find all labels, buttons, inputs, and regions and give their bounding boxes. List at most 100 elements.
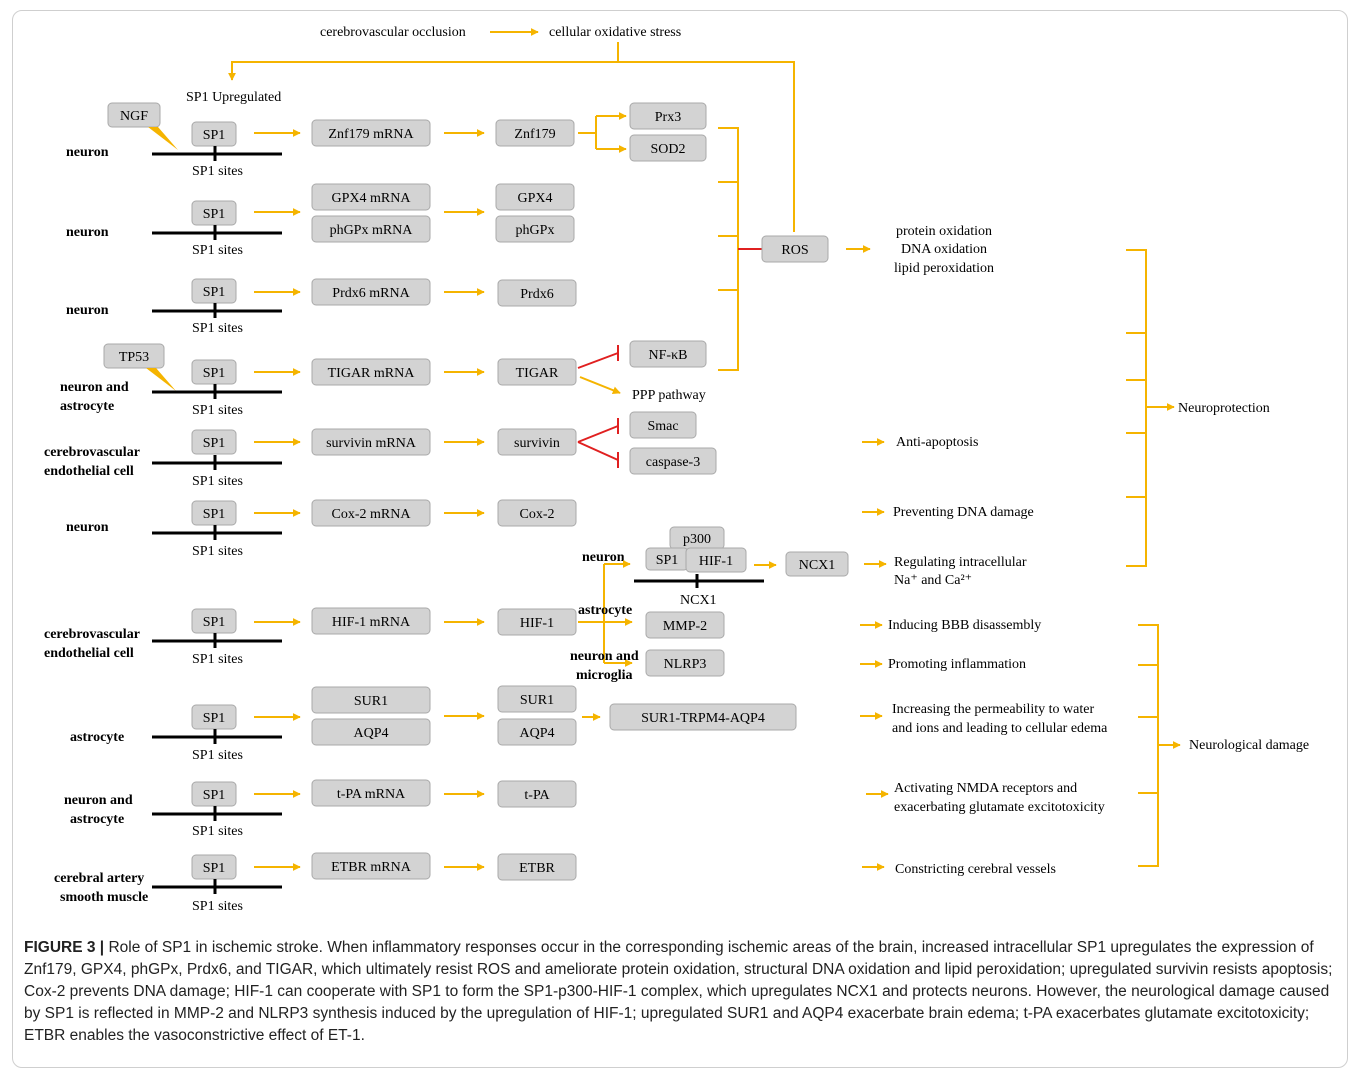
microglia-label: microglia	[576, 668, 633, 683]
prx3-label: Prx3	[655, 110, 681, 125]
caption-text: Role of SP1 in ischemic stroke. When inf…	[24, 939, 1333, 1044]
cell-type-label: neuron	[66, 225, 109, 240]
hif1-label: HIF-1	[520, 616, 554, 631]
permeability-label: Increasing the permeability to water	[892, 702, 1094, 717]
gpx4-mrna-label: GPX4 mRNA	[332, 191, 412, 206]
prdx6-mrna-box	[311, 278, 431, 306]
na-ca-label: Na⁺ and Ca²⁺	[894, 573, 972, 588]
sp1-sites-label: SP1 sites	[192, 164, 243, 179]
mmp2-label: MMP-2	[663, 619, 707, 634]
phgpx-label: phGPx	[516, 223, 555, 238]
gpx4-box	[495, 183, 575, 211]
hif1-branch	[578, 564, 605, 663]
figure-caption: FIGURE 3 | Role of SP1 in ischemic strok…	[24, 937, 1336, 1047]
tpa-box	[497, 780, 577, 808]
sp1-label: SP1	[203, 615, 226, 630]
sp1-label: SP1	[203, 711, 226, 726]
nlrp3-label: NLRP3	[664, 657, 707, 672]
gpx4-mrna-box	[311, 183, 431, 211]
nfkb-box	[629, 340, 707, 368]
tp53-box	[103, 343, 165, 369]
tpa-mrna-box	[311, 779, 431, 807]
ncx1-box	[785, 551, 849, 577]
sp1-label: SP1	[203, 366, 226, 381]
cell-type-label: neuron and	[64, 793, 133, 808]
survivin-label: survivin	[514, 436, 560, 451]
sp1-label: SP1	[203, 128, 226, 143]
survivin-mrna-box	[311, 428, 431, 456]
ppp-pathway-label: PPP pathway	[632, 388, 706, 403]
complex-sp1-label: SP1	[656, 553, 679, 568]
cerebrovascular-occlusion-label: cerebrovascular occlusion	[320, 25, 466, 40]
sp1-sites-label: SP1 sites	[192, 824, 243, 839]
sod2-box	[629, 134, 707, 162]
complex-hif1-label: HIF-1	[699, 554, 733, 569]
promoting-inflammation-label: Promoting inflammation	[888, 657, 1026, 672]
znf179-mrna-label: Znf179 mRNA	[328, 127, 414, 142]
sp1-label: SP1	[203, 207, 226, 222]
etbr-label: ETBR	[519, 861, 555, 876]
cell-type-label: neuron	[66, 145, 109, 160]
survivin-mrna-label: survivin mRNA	[326, 436, 417, 451]
ngf-label: NGF	[120, 109, 148, 124]
p300-label: p300	[683, 532, 711, 547]
gpx4-label: GPX4	[517, 191, 552, 206]
cell-type-label: cerebrovascular	[44, 627, 140, 642]
tigar-inhibits-nfkb	[577, 345, 619, 369]
etbr-mrna-box	[311, 852, 431, 880]
sp1-sites-label: SP1 sites	[192, 403, 243, 418]
cox2-mrna-box	[311, 499, 431, 527]
cellular-edema-label: and ions and leading to cellular edema	[892, 721, 1108, 736]
ncx1-label: NCX1	[799, 558, 836, 573]
nfkb-label: NF-κB	[649, 348, 688, 363]
sur1-box	[497, 685, 577, 713]
prdx6-mrna-label: Prdx6 mRNA	[332, 286, 410, 301]
cell-type-label: cerebrovascular	[44, 445, 140, 460]
tigar-mrna-box	[311, 358, 431, 386]
caption-label: FIGURE 3 |	[24, 939, 105, 956]
complex-hif1-box	[685, 547, 747, 573]
ros-to-stress-line	[618, 61, 795, 232]
cell-type-label: endothelial cell	[44, 464, 134, 479]
tigar-label: TIGAR	[516, 366, 559, 381]
cell-type-label: smooth muscle	[60, 890, 148, 905]
sp1-label: SP1	[203, 285, 226, 300]
sp1-sites-label: SP1 sites	[192, 748, 243, 763]
neuron-and-label: neuron and	[570, 649, 639, 664]
aqp4-mrna-box	[311, 718, 431, 746]
sp1-upregulated-label: SP1 Upregulated	[186, 90, 281, 105]
sp1-label: SP1	[203, 788, 226, 803]
cell-type-label: astrocyte	[60, 399, 114, 414]
hif1-box	[497, 608, 577, 636]
sp1-sites-label: SP1 sites	[192, 899, 243, 914]
prdx6-box	[497, 279, 577, 307]
aqp4-box	[497, 718, 577, 746]
tigar-box	[497, 358, 577, 386]
neuroprotection-label: Neuroprotection	[1178, 401, 1270, 416]
phgpx-mrna-box	[311, 215, 431, 243]
ngf-pointer	[148, 127, 178, 150]
cox2-label: Cox-2	[520, 507, 555, 522]
aqp4-mrna-label: AQP4	[353, 726, 388, 741]
arrow	[579, 376, 621, 395]
survivin-box	[497, 428, 577, 456]
bbb-disassembly-label: Inducing BBB disassembly	[888, 618, 1041, 633]
cell-type-label: neuron	[66, 520, 109, 535]
sp1-sites-label: SP1 sites	[192, 474, 243, 489]
neurological-damage-label: Neurological damage	[1189, 738, 1309, 753]
sp1-label: SP1	[203, 436, 226, 451]
tp53-pointer	[146, 368, 176, 391]
protein-oxidation-label: protein oxidation	[896, 224, 992, 239]
sur1-mrna-label: SUR1	[354, 694, 388, 709]
sur1-trpm4-aqp4-box	[609, 703, 797, 731]
sur1-label: SUR1	[520, 693, 554, 708]
ros-inhibition	[738, 241, 765, 257]
sp1-sites-label: SP1 sites	[192, 243, 243, 258]
smac-label: Smac	[647, 419, 678, 434]
ngf-box	[107, 102, 161, 128]
sp1-sites-label: SP1 sites	[192, 652, 243, 667]
tp53-label: TP53	[119, 350, 149, 365]
neuron-label: neuron	[582, 550, 625, 565]
sp1-sites-label: SP1 sites	[192, 321, 243, 336]
cox2-mrna-label: Cox-2 mRNA	[332, 507, 412, 522]
